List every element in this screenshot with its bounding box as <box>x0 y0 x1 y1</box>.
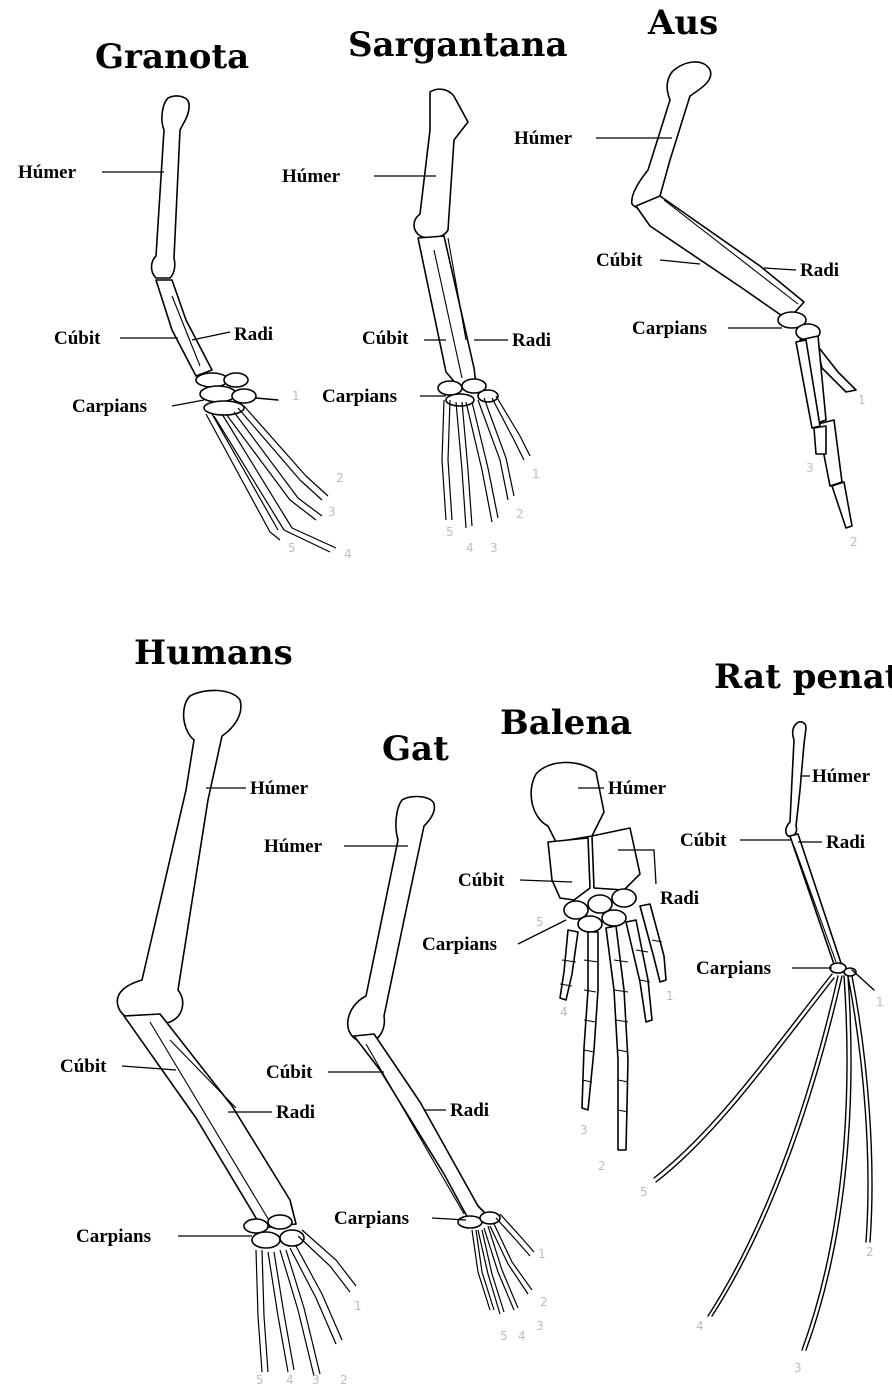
gat-label-carpals: Carpians <box>334 1208 409 1229</box>
balena-digit-4: 4 <box>560 1005 568 1019</box>
humans-label-radius: Radi <box>276 1102 315 1123</box>
humans-digits <box>256 1230 356 1376</box>
rat-penat-digit-4: 4 <box>696 1319 704 1333</box>
sargantana-label-carpals: Carpians <box>322 386 397 407</box>
gat-digit-2: 2 <box>540 1295 548 1309</box>
title-gat: Gat <box>382 729 449 769</box>
rat-penat-radius <box>790 834 842 970</box>
gat-humerus <box>348 797 435 1043</box>
granota-humerus <box>152 96 190 278</box>
rat-penat-label-radius: Radi <box>826 832 865 853</box>
humans-label-ulna: Cúbit <box>60 1056 107 1077</box>
gat-ulna-radius <box>354 1034 490 1222</box>
rat-penat-label-humerus: Húmer <box>812 766 871 787</box>
balena-digit-2: 2 <box>598 1159 606 1173</box>
aus-label-humerus: Húmer <box>514 128 573 149</box>
granota-digit-5: 5 <box>288 541 296 555</box>
sargantana-digit-5: 5 <box>446 525 454 539</box>
title-aus: Aus <box>647 3 718 43</box>
humans-humerus <box>117 690 241 1024</box>
aus-radioulna <box>636 196 804 320</box>
balena-digit-5: 5 <box>536 915 544 929</box>
granota-radioulna <box>156 280 212 376</box>
sargantana-label-humerus: Húmer <box>282 166 341 187</box>
aus-digit-2: 2 <box>850 535 858 549</box>
aus-label-ulna: Cúbit <box>596 250 643 271</box>
humans-digit-1: 1 <box>354 1299 362 1313</box>
panel-sargantana: Sargantana 1 2 3 4 5 Húmer Cúbit Radi Ca… <box>282 25 568 555</box>
rat-penat-digit-1: 1 <box>876 995 884 1009</box>
rat-penat-digit-2: 2 <box>866 1245 874 1259</box>
balena-label-ulna: Cúbit <box>458 870 505 891</box>
rat-penat-label-carpals: Carpians <box>696 958 771 979</box>
title-sargantana: Sargantana <box>348 25 568 65</box>
humans-label-humerus: Húmer <box>250 778 309 799</box>
panel-gat: Gat 1 2 3 4 5 Húmer Cúbit Radi Carpians <box>264 729 548 1343</box>
panel-aus: Aus 1 2 3 Húmer Cúbit Radi Carpians <box>514 3 866 549</box>
panel-humans: Humans 1 2 3 4 5 Húmer Cúbit Radi Carpia… <box>60 633 362 1387</box>
balena-radius <box>592 828 640 890</box>
balena-digit-3: 3 <box>580 1123 588 1137</box>
granota-digit-4: 4 <box>344 547 352 561</box>
aus-label-radius: Radi <box>800 260 839 281</box>
sargantana-digit-1: 1 <box>532 467 540 481</box>
granota-digits <box>206 398 336 552</box>
gat-digits <box>472 1214 534 1314</box>
balena-digits <box>560 904 666 1150</box>
sargantana-carpals <box>438 379 498 406</box>
panel-rat-penat: Rat penat 1 2 3 4 5 Húmer Cúbit Radi Car… <box>640 657 892 1375</box>
balena-humerus <box>531 762 604 842</box>
humans-label-carpals: Carpians <box>76 1226 151 1247</box>
balena-label-humerus: Húmer <box>608 778 667 799</box>
sargantana-digit-2: 2 <box>516 507 524 521</box>
rat-penat-label-ulna: Cúbit <box>680 830 727 851</box>
rat-penat-digit-3: 3 <box>794 1361 802 1375</box>
title-balena: Balena <box>500 703 632 743</box>
sargantana-digit-4: 4 <box>466 541 474 555</box>
gat-digit-4: 4 <box>518 1329 526 1343</box>
gat-label-ulna: Cúbit <box>266 1062 313 1083</box>
granota-label-carpals: Carpians <box>72 396 147 417</box>
aus-carpals <box>778 312 820 340</box>
sargantana-label-radius: Radi <box>512 330 551 351</box>
gat-label-humerus: Húmer <box>264 836 323 857</box>
balena-label-carpals: Carpians <box>422 934 497 955</box>
panel-granota: Granota 1 2 3 4 5 Húmer Cúbit <box>18 37 352 561</box>
humans-digit-2: 2 <box>340 1373 348 1387</box>
rat-penat-humerus <box>786 722 806 836</box>
title-rat-penat: Rat penat <box>714 657 892 697</box>
aus-digit-3: 3 <box>806 461 814 475</box>
granota-digit-1: 1 <box>292 389 300 403</box>
aus-digits <box>796 336 856 528</box>
title-granota: Granota <box>95 37 249 77</box>
granota-label-humerus: Húmer <box>18 162 77 183</box>
title-humans: Humans <box>134 633 293 673</box>
granota-label-ulna: Cúbit <box>54 328 101 349</box>
gat-digit-5: 5 <box>500 1329 508 1343</box>
balena-digit-1: 1 <box>666 989 674 1003</box>
rat-penat-digit-5: 5 <box>640 1185 648 1199</box>
humans-digit-5: 5 <box>256 1373 264 1387</box>
granota-label-radius: Radi <box>234 324 273 345</box>
gat-digit-1: 1 <box>538 1247 546 1261</box>
aus-label-carpals: Carpians <box>632 318 707 339</box>
sargantana-label-ulna: Cúbit <box>362 328 409 349</box>
gat-digit-3: 3 <box>536 1319 544 1333</box>
granota-digit-3: 3 <box>328 505 336 519</box>
granota-digit-2: 2 <box>336 471 344 485</box>
aus-humerus <box>632 62 711 209</box>
rat-penat-digits <box>654 970 874 1350</box>
humans-digit-4: 4 <box>286 1373 294 1387</box>
sargantana-humerus <box>414 89 468 238</box>
humans-digit-3: 3 <box>312 1373 320 1387</box>
gat-label-radius: Radi <box>450 1100 489 1121</box>
aus-digit-1: 1 <box>858 393 866 407</box>
balena-label-radius: Radi <box>660 888 699 909</box>
sargantana-digit-3: 3 <box>490 541 498 555</box>
balena-ulna <box>548 838 590 900</box>
